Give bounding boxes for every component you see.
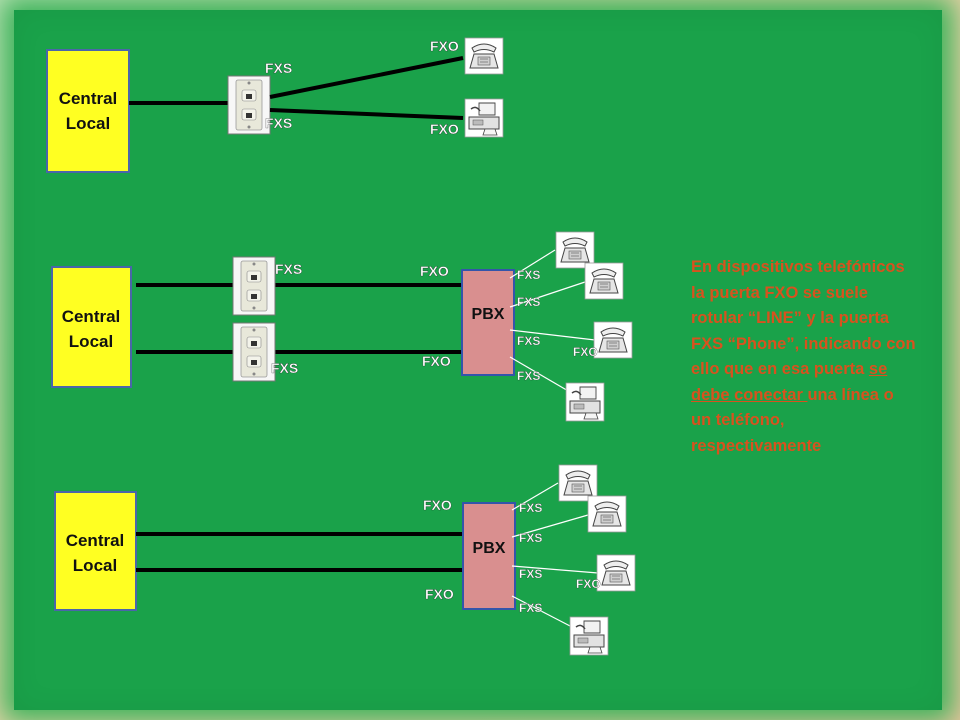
telephone-icon xyxy=(584,262,624,300)
pbx-port-label: FXS xyxy=(519,531,542,545)
fxo-label: FXO xyxy=(423,497,452,513)
pbx-label: PBX xyxy=(472,306,505,323)
fxo-label: FXO xyxy=(430,121,459,137)
fxo-label: FXO xyxy=(430,38,459,54)
pbx-port-label: FXS xyxy=(517,334,540,348)
pbx-port-label: FXS xyxy=(517,268,540,282)
pbx-port-label: FXS xyxy=(519,567,542,581)
pbx-extension-line xyxy=(509,329,596,341)
device-fxo-label: FXO xyxy=(576,577,601,591)
telephone-icon xyxy=(464,37,504,75)
central-local-box xyxy=(51,266,132,388)
pbx-label: PBX xyxy=(473,540,506,557)
wall-jack-icon xyxy=(227,75,271,135)
note-underlined-text: se debe conectar xyxy=(691,360,888,404)
telephone-icon xyxy=(593,321,633,359)
fax-machine-icon xyxy=(464,98,504,138)
pbx-extension-line xyxy=(509,281,586,308)
pbx-port-label: FXS xyxy=(517,369,540,383)
central-local-label-line2: Local xyxy=(69,332,113,351)
fxs-label: FXS xyxy=(271,360,298,376)
pbx-extension-line xyxy=(509,249,556,279)
wall-jack-icon xyxy=(232,256,276,316)
telephone-icon xyxy=(596,554,636,592)
note-text: En dispositivos telefónicos la puerta FX… xyxy=(691,258,916,378)
pbx-extension-line xyxy=(511,565,599,574)
fxo-label: FXO xyxy=(420,263,449,279)
fax-machine-icon xyxy=(565,382,605,422)
pbx-extension-line xyxy=(509,356,571,393)
pbx-box xyxy=(461,269,515,376)
central-local-box xyxy=(46,49,130,173)
central-local-label-line2: Local xyxy=(73,556,117,575)
pbx-extension-line xyxy=(511,595,573,628)
fxo-label: FXO xyxy=(425,586,454,602)
fax-machine-icon xyxy=(569,616,609,656)
central-local-label-line1: Central xyxy=(66,531,125,550)
line-jack-to-fax xyxy=(269,108,464,120)
central-local-label-line1: Central xyxy=(59,89,118,108)
fxs-label: FXS xyxy=(275,261,302,277)
fxs-label: FXS xyxy=(265,60,292,76)
pbx-extension-line xyxy=(511,482,559,511)
fxs-label: FXS xyxy=(265,115,292,131)
fxo-label: FXO xyxy=(422,353,451,369)
explanation-note: En dispositivos telefónicos la puerta FX… xyxy=(691,255,916,459)
pbx-port-label: FXS xyxy=(519,601,542,615)
pbx-box xyxy=(462,502,516,610)
pbx-port-label: FXS xyxy=(519,501,542,515)
pbx-port-label: FXS xyxy=(517,295,540,309)
line-jack-to-phone xyxy=(269,56,464,99)
section-1: Central Local FXS FXS FXO FXO xyxy=(46,37,504,173)
pbx-extension-line xyxy=(511,514,589,538)
central-local-label-line1: Central xyxy=(62,307,121,326)
section-2: Central Local PBX FXS FXS FXO FXO FXS FX… xyxy=(51,231,633,422)
section-3: Central Local PBX FXO FXO FXS FXS FXS FX… xyxy=(54,464,636,656)
device-fxo-label: FXO xyxy=(573,345,598,359)
central-local-label-line2: Local xyxy=(66,114,110,133)
telephone-icon xyxy=(587,495,627,533)
note-text-end: una línea o un teléfono, respectivamente xyxy=(691,385,894,455)
wall-jack-icon xyxy=(232,322,276,382)
central-local-box xyxy=(54,491,137,611)
